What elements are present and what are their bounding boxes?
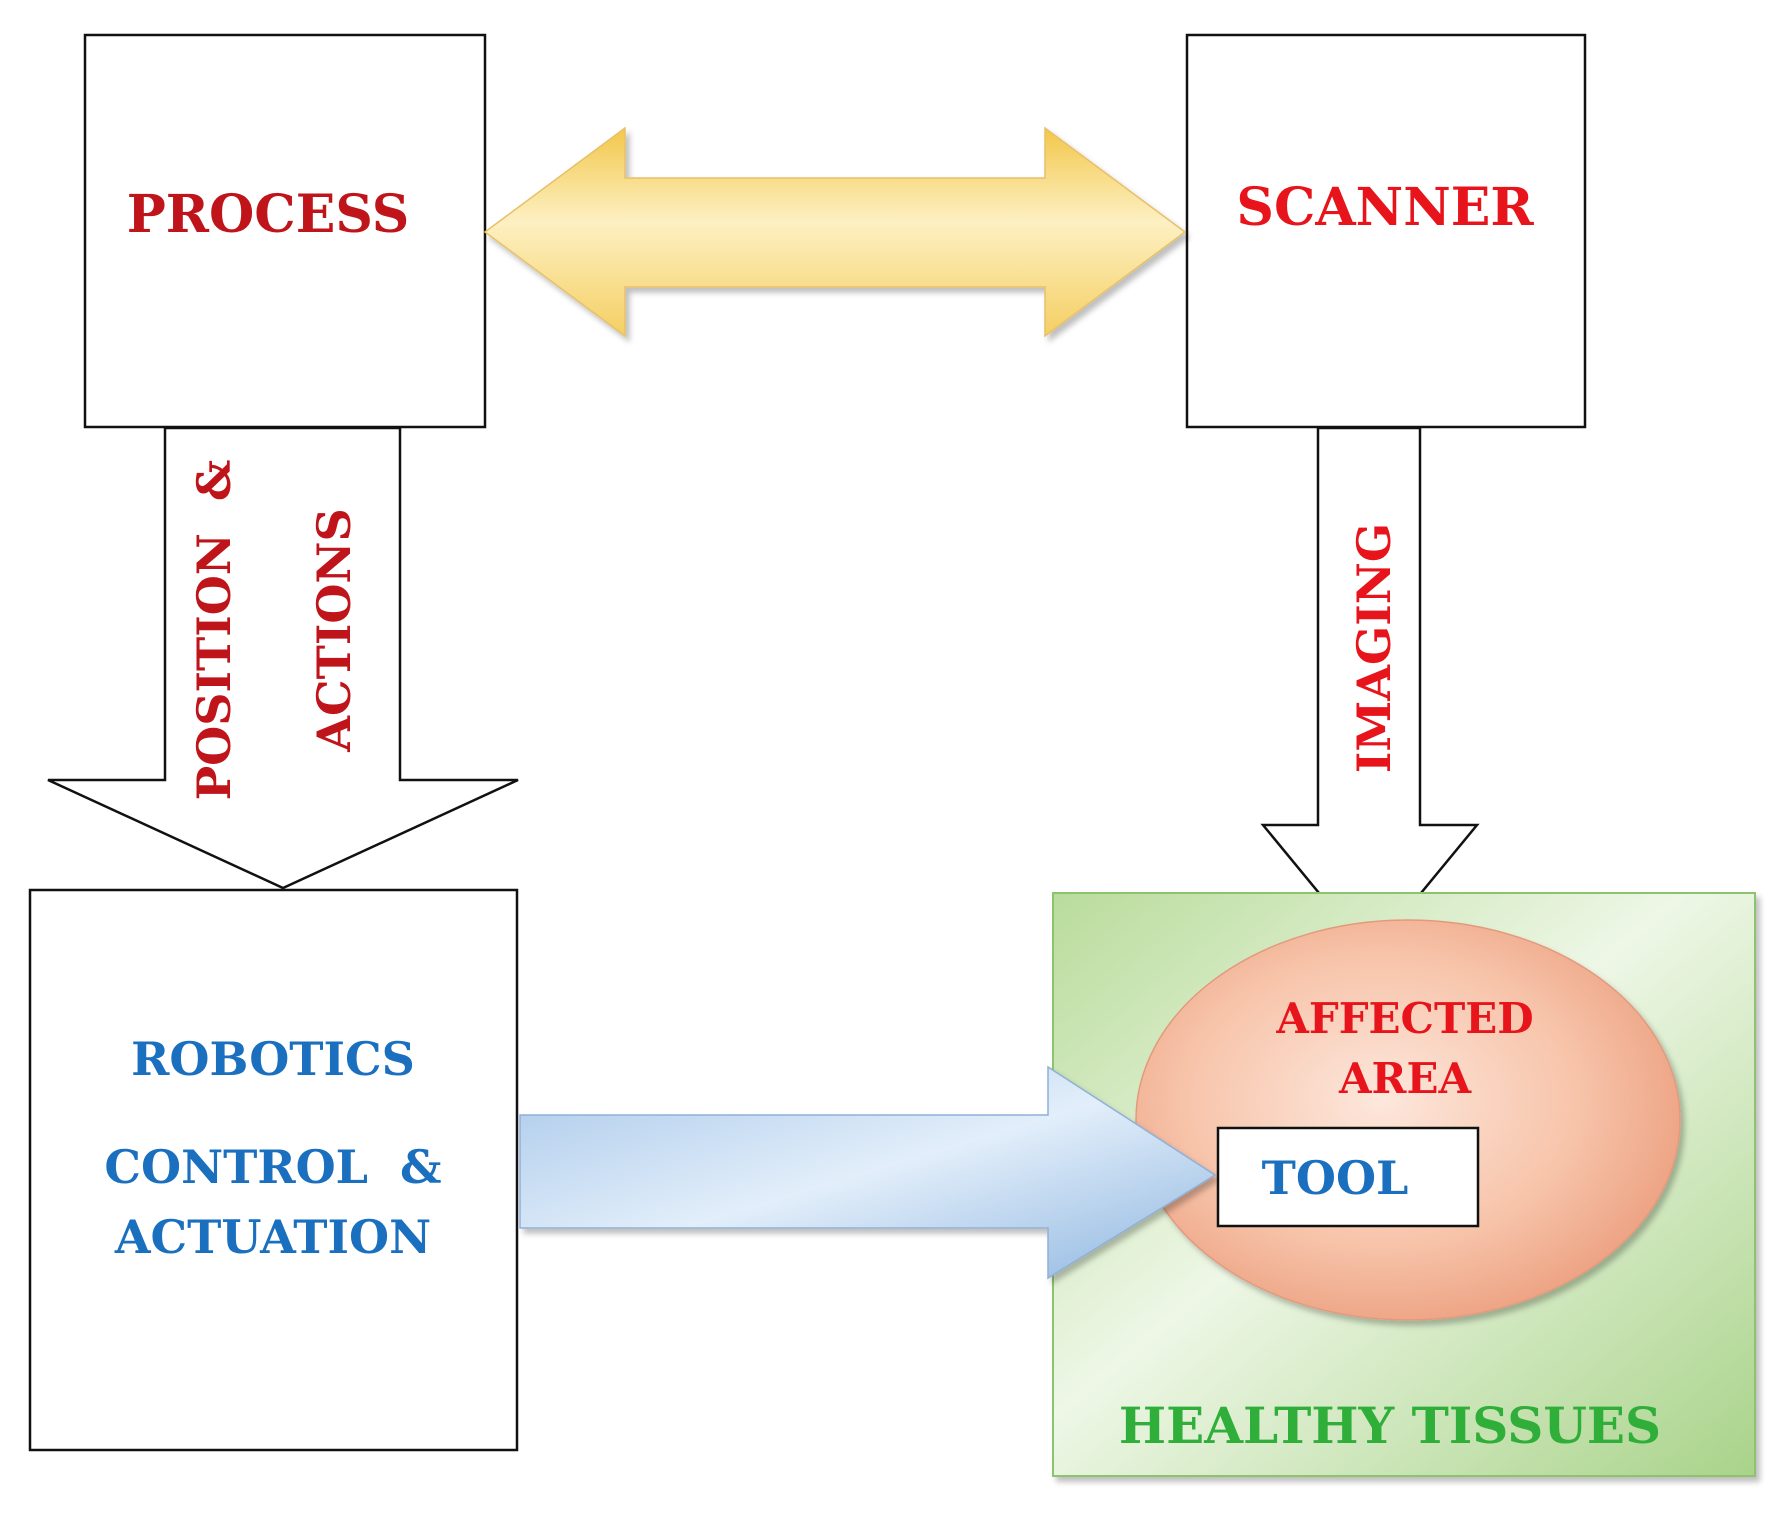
imaging-arrow-label: IMAGING <box>1347 523 1401 773</box>
affected-area: AFFECTED AREA <box>1135 919 1681 1321</box>
process-label: PROCESS <box>127 184 410 245</box>
affected-area-label-1: AFFECTED <box>1275 994 1533 1043</box>
bidirectional-arrow <box>483 126 1187 338</box>
tool-label: TOOL <box>1262 1151 1409 1205</box>
position-arrow-label-1: POSITION & <box>187 460 241 801</box>
position-arrow-label-2: ACTIONS <box>307 508 361 752</box>
process-box: PROCESS <box>83 33 487 429</box>
tool-box: TOOL <box>1216 1126 1480 1228</box>
scanner-box: SCANNER <box>1185 33 1587 429</box>
healthy-tissues-label: HEALTHY TISSUES <box>1119 1396 1661 1455</box>
scanner-label: SCANNER <box>1236 177 1534 238</box>
affected-area-label-2: AREA <box>1338 1054 1473 1103</box>
position-actions-arrow: POSITION & ACTIONS <box>47 426 519 890</box>
robotics-to-tool-arrow <box>519 1065 1217 1280</box>
imaging-arrow: IMAGING <box>1260 426 1480 957</box>
robotics-box: ROBOTICS CONTROL & ACTUATION <box>28 888 519 1452</box>
robotics-actuation-label: ACTUATION <box>114 1210 431 1264</box>
robotics-control-label: CONTROL & <box>104 1140 441 1194</box>
robotics-label: ROBOTICS <box>131 1032 415 1086</box>
